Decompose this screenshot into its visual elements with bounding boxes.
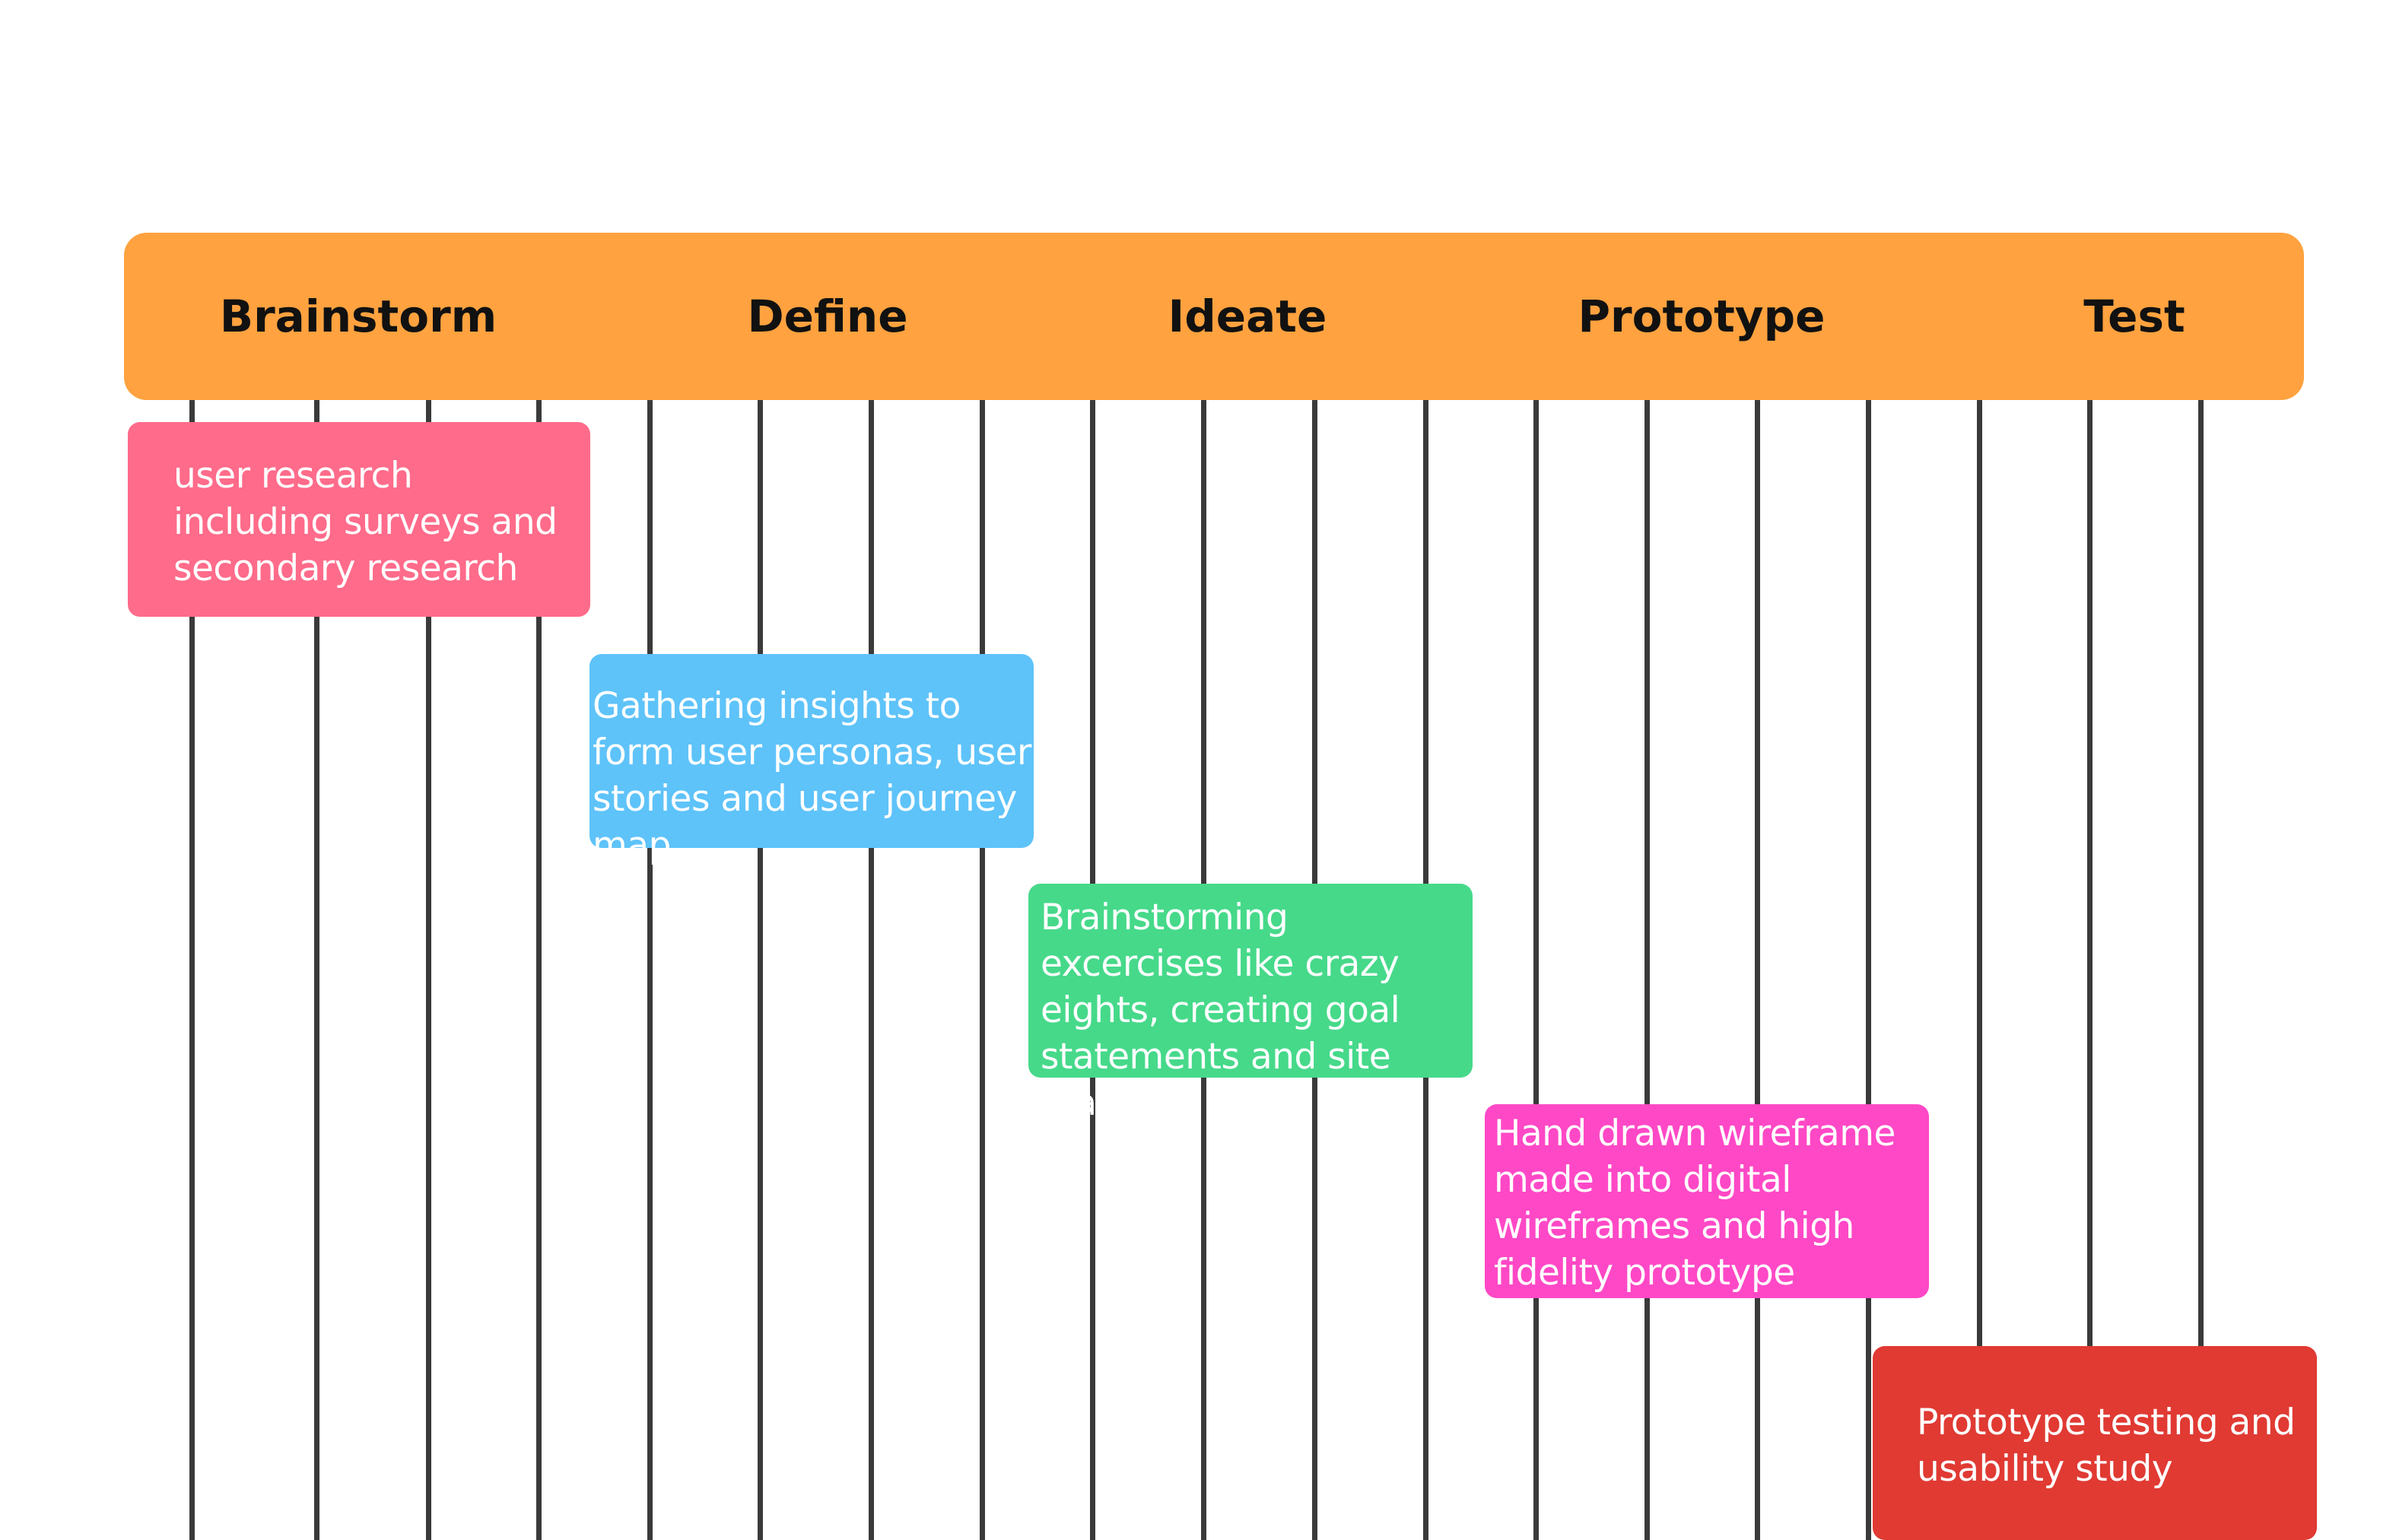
gridline — [1533, 395, 1539, 1540]
task-card-text: Gathering insights to form user personas… — [593, 685, 1031, 866]
gridline — [314, 395, 319, 1540]
task-card-text: Brainstorming excercises like crazy eigh… — [1041, 897, 1400, 1124]
gridline — [1977, 395, 1982, 1540]
gridline — [1644, 395, 1650, 1540]
gridline — [980, 395, 985, 1540]
task-card-text: Prototype testing and usability study — [1917, 1402, 2296, 1490]
gridline — [1755, 395, 1760, 1540]
gridline — [426, 395, 431, 1540]
gridline — [189, 395, 195, 1540]
gridline — [2198, 395, 2204, 1540]
gridline — [1866, 395, 1871, 1540]
phase-label-define: Define — [747, 291, 908, 342]
task-card-prototype: Hand drawn wireframe made into digital w… — [1485, 1104, 1929, 1298]
phase-label-test: Test — [2083, 291, 2185, 342]
task-card-text: Hand drawn wireframe made into digital w… — [1494, 1113, 1896, 1294]
gridline — [536, 395, 542, 1540]
gridline — [2087, 395, 2093, 1540]
task-card-define: Gathering insights to form user personas… — [589, 654, 1034, 866]
phase-label-prototype: Prototype — [1578, 291, 1826, 342]
task-card-test: Prototype testing and usability study — [1873, 1346, 2317, 1540]
gridline — [869, 395, 874, 1540]
gridline — [647, 395, 653, 1540]
phase-label-ideate: Ideate — [1168, 291, 1327, 342]
gridline — [758, 395, 763, 1540]
task-card-text: user research including surveys and seco… — [173, 455, 558, 589]
phase-header-bar — [124, 233, 2304, 400]
phase-label-brainstorm: Brainstorm — [219, 291, 497, 342]
task-card-brainstorm: user research including surveys and seco… — [128, 422, 590, 617]
task-card-ideate: Brainstorming excercises like crazy eigh… — [1028, 884, 1473, 1124]
